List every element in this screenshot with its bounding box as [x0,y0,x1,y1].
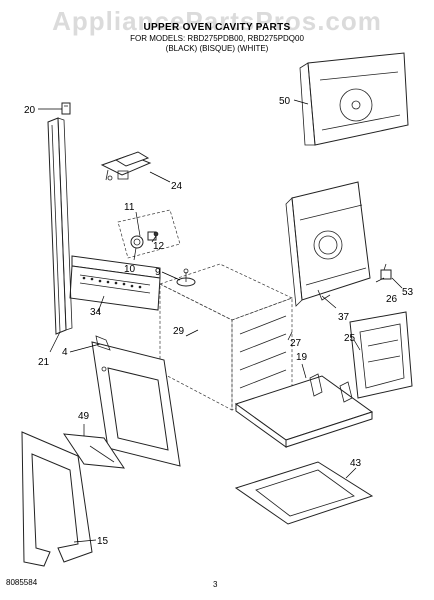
part-10-11-12-switch-set [117,209,181,259]
callout-label: 34 [90,307,102,318]
callout-label: 26 [386,294,398,305]
callout-label: 53 [402,287,414,298]
callout-53: 53 [391,277,414,298]
part-19-tray [234,373,374,448]
callout-label: 20 [24,105,36,116]
part-43-bottom-tray [234,461,374,525]
callout-4: 4 [62,343,101,358]
part-24-element-bracket [100,151,152,181]
callout-11: 11 [124,202,141,237]
callout-label: 25 [344,333,356,344]
callout-label: 15 [97,536,109,547]
right-side-frame [285,181,371,307]
part-20-clip [61,102,71,115]
callout-25: 25 [344,333,361,351]
callout-21: 21 [38,331,61,368]
part-9-sensor [176,268,196,287]
callout-43: 43 [345,458,362,479]
document-number: 8085584 [6,578,38,587]
model-line: FOR MODELS: RBD275PDB00, RBD275PDQ00 [130,34,304,43]
callout-50: 50 [279,96,309,107]
callout-label: 9 [155,267,161,278]
callout-24: 24 [149,171,183,192]
part-26-53-hardware [380,263,392,280]
callout-label: 11 [124,202,135,213]
callout-29: 29 [173,326,199,337]
callout-37: 37 [321,295,350,323]
callout-label: 21 [38,357,50,368]
page-number: 3 [213,580,218,589]
callout-label: 29 [173,326,185,337]
callout-label: 12 [153,241,165,252]
callout-label: 10 [124,264,136,275]
part-27-oven-cavity [159,263,293,411]
callout-49: 49 [78,411,90,436]
callout-27: 27 [287,331,302,349]
callout-12: 12 [151,235,165,252]
part-21-side-rail [47,117,73,335]
diagram-title: UPPER OVEN CAVITY PARTS [143,22,291,33]
callout-10: 10 [124,247,137,275]
part-15-gasket [21,431,93,567]
color-line: (BLACK) (BISQUE) (WHITE) [165,44,269,53]
part-34-control-panel [69,255,161,311]
callout-label: 27 [290,338,302,349]
callout-label: 37 [338,312,350,323]
front-frame [91,335,181,467]
callout-label: 43 [350,458,362,469]
callout-label: 4 [62,347,68,358]
part-25-side-panel [349,311,413,399]
callout-15: 15 [73,536,109,547]
callout-9: 9 [155,267,181,281]
callout-20: 20 [24,105,62,116]
callout-label: 24 [171,181,183,192]
callout-label: 49 [78,411,90,422]
callout-label: 19 [296,352,308,363]
callout-26: 26 [375,277,398,305]
part-50-rear-panel [299,52,409,146]
callout-label: 50 [279,96,291,107]
callout-19: 19 [296,352,308,379]
part-49-trim [62,433,126,469]
callout-34: 34 [90,295,105,318]
